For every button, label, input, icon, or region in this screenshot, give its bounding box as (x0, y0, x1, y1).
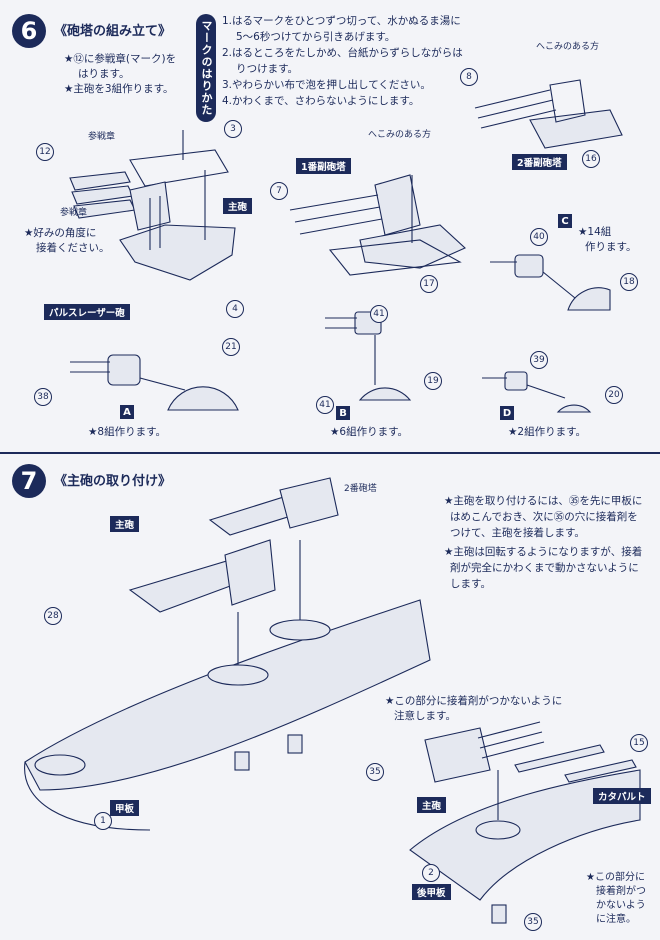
turret-2-label: 2番砲塔 (344, 484, 377, 494)
pulse-laser-tag: パルスレーザー砲 (44, 304, 130, 320)
deck-tag: 甲板 (110, 800, 140, 816)
part-number-1: 1 (94, 812, 112, 830)
group-c-text-1: ★14組 (578, 226, 612, 238)
emblem-label-1: 参戦章 (88, 132, 116, 142)
step-7-badge: 7 (12, 464, 46, 498)
mark-step-1b: 5～6秒つけてから引きあげます。 (236, 31, 396, 43)
group-c-letter: C (558, 214, 572, 228)
part-number-7: 7 (270, 182, 288, 200)
rear-deck-drawing (409, 721, 641, 924)
part-number-35a: 35 (366, 763, 384, 781)
part-number-19: 19 (424, 372, 442, 390)
step-6-note-3: ★主砲を3組作ります。 (64, 83, 174, 95)
angle-note-2: 接着ください。 (36, 242, 110, 254)
group-a-text: ★8組作ります。 (88, 426, 167, 438)
step-7-note-6: します。 (450, 578, 491, 590)
mark-application-label: マークのはりかた (196, 14, 216, 122)
turret-1-tag: 1番副砲塔 (296, 158, 351, 174)
glue-warning-1: ★この部分に接着剤がつかないように (385, 695, 563, 707)
rear-deck-tag: 後甲板 (412, 884, 451, 900)
group-d-text: ★2組作ります。 (508, 426, 587, 438)
step-7-note-2: はめこんでおき、次に㉟の穴に接着剤を (450, 511, 638, 523)
group-b-text: ★6組作ります。 (330, 426, 409, 438)
part-number-4: 4 (226, 300, 244, 318)
emblem-label-2: 参戦章 (60, 208, 88, 218)
glue-warning-b-3: かないよう (596, 900, 646, 911)
group-d-drawing (482, 371, 592, 413)
part-number-41a: 41 (370, 305, 388, 323)
step-6-note-1: ★⑫に参戦章(マーク)を (64, 53, 177, 65)
step-7-note-4: ★主砲は回転するようになりますが、接着 (444, 546, 643, 558)
mark-step-4: 4.かわくまで、さわらないようにします。 (222, 95, 420, 107)
mark-step-2b: りつけます。 (236, 63, 299, 75)
main-gun-assembly-drawing (69, 130, 236, 281)
step-7-note-1: ★主砲を取り付けるには、㉟を先に甲板に (444, 495, 643, 507)
group-d-letter: D (500, 406, 514, 420)
step-7-note-3: つけて、主砲を接着します。 (450, 527, 585, 539)
group-a-drawing (70, 354, 239, 411)
section-divider (0, 452, 660, 454)
main-gun-tag-a: 主砲 (110, 516, 140, 532)
part-number-41b: 41 (316, 396, 334, 414)
main-gun-tag: 主砲 (223, 198, 253, 214)
turret-1-drawing (289, 174, 466, 276)
turret-2-drawing (474, 79, 623, 149)
angle-note-1: ★好みの角度に (24, 227, 97, 239)
part-number-38: 38 (34, 388, 52, 406)
group-c-drawing (490, 254, 611, 311)
part-number-18: 18 (620, 273, 638, 291)
glue-warning-b-1: ★この部分に (586, 872, 645, 883)
part-number-39: 39 (530, 351, 548, 369)
step-7-note-5: 剤が完全にかわくまで動かさないように (450, 562, 639, 574)
step-6-badge: 6 (12, 14, 46, 48)
mark-step-1a: 1.はるマークをひとつずつ切って、水かぬるま湯に (222, 15, 461, 27)
step-6-number: 6 (20, 17, 38, 45)
mark-step-2a: 2.はるところをたしかめ、台紙からずらしながらは (222, 47, 463, 59)
mark-step-3: 3.やわらかい布で泡を押し出してください。 (222, 79, 431, 91)
step-6-title: 《砲塔の組み立て》 (54, 24, 172, 39)
part-number-21: 21 (222, 338, 240, 356)
group-b-letter: B (336, 406, 350, 420)
part-number-3: 3 (224, 120, 242, 138)
catapult-tag: カタパルト (593, 788, 651, 804)
part-number-2: 2 (422, 864, 440, 882)
group-c-text-2: 作ります。 (585, 241, 637, 253)
dent-side-label-1: へこみのある方 (368, 130, 432, 140)
part-number-16: 16 (582, 150, 600, 168)
turret-2-tag: 2番副砲塔 (512, 154, 567, 170)
group-b-drawing (325, 311, 412, 401)
glue-warning-b-4: に注意。 (596, 914, 636, 925)
step-7-number: 7 (20, 467, 38, 495)
part-number-28: 28 (44, 607, 62, 625)
part-number-40: 40 (530, 228, 548, 246)
step-6-note-2: はります。 (78, 68, 130, 80)
part-number-20: 20 (605, 386, 623, 404)
dent-side-label-2: へこみのある方 (536, 42, 600, 52)
part-number-12: 12 (36, 143, 54, 161)
group-a-letter: A (120, 405, 134, 419)
main-gun-tag-b: 主砲 (417, 797, 447, 813)
part-number-35b: 35 (524, 913, 542, 931)
glue-warning-2: 注意します。 (394, 710, 456, 722)
part-number-8: 8 (460, 68, 478, 86)
part-number-15: 15 (630, 734, 648, 752)
step-7-title: 《主砲の取り付け》 (54, 474, 172, 489)
glue-warning-b-2: 接着剤がつ (596, 886, 646, 897)
hull-drawing (24, 477, 431, 831)
part-number-17: 17 (420, 275, 438, 293)
